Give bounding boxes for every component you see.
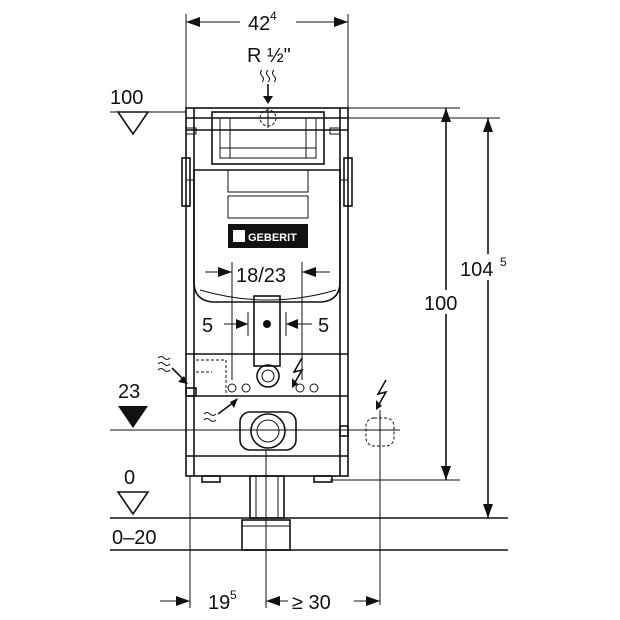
- brand-logo-text: GEBERIT: [248, 232, 297, 244]
- power-icon: [376, 400, 382, 410]
- bottom-right-label: ≥ 30: [292, 592, 331, 614]
- offset-right-label: 5: [318, 315, 329, 337]
- flush-pipe: 5 5: [202, 295, 329, 367]
- top-width-sup: 4: [270, 9, 277, 23]
- level-100-marker: 100: [110, 87, 186, 136]
- water-inlet-icon: [203, 398, 238, 422]
- top-width-dimension: 42 4: [185, 8, 349, 108]
- center-spacing-dimension: 18/23: [205, 262, 330, 380]
- level-0-label: 0: [124, 467, 135, 489]
- level-0-marker: 0 0–20: [110, 467, 508, 551]
- water-connection: R ½": [247, 45, 291, 128]
- cistern: GEBERIT: [193, 169, 341, 303]
- floor-range-label: 0–20: [112, 527, 157, 549]
- center-spacing-label: 18/23: [236, 265, 286, 287]
- water-icon: [260, 69, 276, 104]
- height-dimensions: 100 104 5: [280, 107, 520, 518]
- level-23-marker: 23: [110, 381, 400, 431]
- offset-left-label: 5: [202, 315, 213, 337]
- water-supply-side-icon: [157, 356, 188, 384]
- lower-frame: [185, 353, 349, 483]
- power-inside-icon: [292, 357, 304, 388]
- level-100-label: 100: [110, 87, 143, 109]
- drain-connection: [239, 411, 297, 551]
- bottom-dimensions: 19 5 ≥ 30: [160, 450, 380, 614]
- bottom-left-label: 19: [208, 592, 230, 614]
- electric-connection: [365, 379, 395, 605]
- bottom-left-sup: 5: [230, 588, 237, 602]
- connection-label: R ½": [247, 45, 291, 67]
- level-23-label: 23: [118, 381, 140, 403]
- height-inner-label: 100: [424, 293, 457, 315]
- top-width-label: 42: [248, 13, 270, 35]
- height-outer-label: 104: [460, 259, 493, 281]
- height-outer-sup: 5: [500, 255, 507, 269]
